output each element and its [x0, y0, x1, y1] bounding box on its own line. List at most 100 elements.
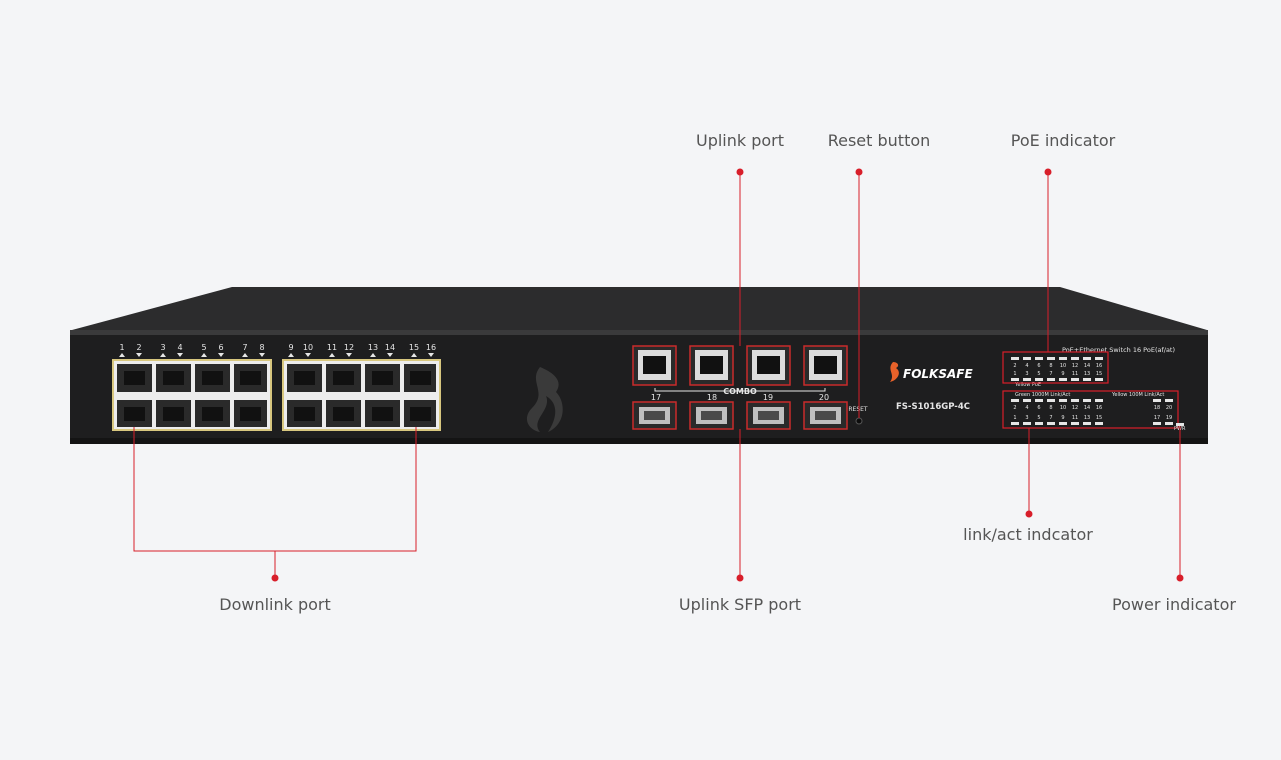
- port-num-5: 5: [201, 343, 206, 352]
- svg-text:10: 10: [1060, 405, 1066, 411]
- dot-link-act: [1025, 510, 1033, 518]
- svg-text:4: 4: [1025, 363, 1028, 369]
- svg-text:15: 15: [1096, 371, 1102, 377]
- sfp-num-17: 17: [651, 393, 661, 402]
- yellow-poe-text: Yellow PoE: [1014, 382, 1041, 388]
- sfp-num-18: 18: [707, 393, 717, 402]
- power-led: [1176, 423, 1184, 426]
- chassis-top: [72, 287, 1207, 330]
- port-num-14: 14: [385, 343, 395, 352]
- dot-reset-button: [855, 168, 863, 176]
- svg-text:2: 2: [1013, 363, 1016, 369]
- flame-logo-icon: [526, 367, 563, 432]
- sfp-num-20: 20: [819, 393, 829, 402]
- svg-text:15: 15: [1096, 415, 1102, 421]
- poe-led-row-top: [1011, 357, 1103, 360]
- svg-text:12: 12: [1072, 363, 1078, 369]
- link-act-indicator-label: link/act indcator: [963, 525, 1093, 544]
- svg-text:9: 9: [1061, 415, 1064, 421]
- svg-text:1: 1: [1013, 415, 1016, 421]
- svg-text:3: 3: [1025, 371, 1028, 377]
- poe-indicator-highlight: [1002, 351, 1109, 384]
- downlink-port-block-1: [112, 359, 272, 431]
- sfp-ports: [632, 401, 848, 430]
- uplink-sfp-port-label: Uplink SFP port: [678, 595, 802, 614]
- poe-indicator-label: PoE indicator: [1010, 131, 1116, 150]
- svg-text:8: 8: [1049, 405, 1052, 411]
- combo-bracket: [654, 388, 826, 392]
- dot-uplink-sfp: [736, 574, 744, 582]
- svg-text:10: 10: [1060, 363, 1066, 369]
- sfp-number-labels: 17 18 19 20: [651, 393, 829, 402]
- model-name: FS-S1016GP-4C: [896, 402, 970, 412]
- svg-text:4: 4: [1025, 405, 1028, 411]
- svg-text:5: 5: [1037, 371, 1040, 377]
- svg-text:13: 13: [1084, 415, 1090, 421]
- folksafe-logo-icon: [890, 362, 899, 382]
- svg-text:3: 3: [1025, 415, 1028, 421]
- port-num-10: 10: [303, 343, 313, 352]
- link-led-row-top: [1011, 399, 1173, 402]
- chassis-front-bottom: [70, 438, 1208, 444]
- port-number-labels: 1 2 3 4 5 6 7 8 9 10 11 12 13 14 15 16: [119, 343, 436, 352]
- leader-downlink: [133, 427, 417, 552]
- svg-text:11: 11: [1072, 415, 1078, 421]
- svg-text:14: 14: [1084, 363, 1090, 369]
- poe-led-row-bottom: [1011, 378, 1103, 381]
- port-num-9: 9: [288, 343, 293, 352]
- port-num-3: 3: [160, 343, 165, 352]
- power-indicator-label: Power indicator: [1112, 595, 1236, 614]
- svg-text:5: 5: [1037, 415, 1040, 421]
- brand-name: FOLKSAFE: [903, 367, 973, 381]
- port-num-13: 13: [368, 343, 378, 352]
- port-num-8: 8: [259, 343, 264, 352]
- port-num-16: 16: [426, 343, 436, 352]
- port-num-4: 4: [177, 343, 182, 352]
- svg-text:11: 11: [1072, 371, 1078, 377]
- dot-downlink: [271, 574, 279, 582]
- port-num-15: 15: [409, 343, 419, 352]
- reset-button[interactable]: [855, 417, 863, 425]
- sfp-num-19: 19: [763, 393, 773, 402]
- port-num-12: 12: [344, 343, 354, 352]
- port-num-1: 1: [119, 343, 124, 352]
- svg-text:2: 2: [1013, 405, 1016, 411]
- port-num-2: 2: [136, 343, 141, 352]
- svg-text:16: 16: [1096, 363, 1102, 369]
- svg-text:7: 7: [1049, 415, 1052, 421]
- svg-text:8: 8: [1049, 363, 1052, 369]
- svg-text:13: 13: [1084, 371, 1090, 377]
- svg-text:1: 1: [1013, 371, 1016, 377]
- poe-panel-title: PoE+Ethernet Switch 16 PoE(af/at): [1062, 346, 1175, 354]
- port-num-7: 7: [242, 343, 247, 352]
- svg-text:7: 7: [1049, 371, 1052, 377]
- svg-text:17: 17: [1154, 415, 1160, 421]
- svg-text:19: 19: [1166, 415, 1172, 421]
- svg-text:18: 18: [1154, 405, 1160, 411]
- poe-led-numbers-even: 2 4 6 8 10 12 14 16: [1013, 363, 1102, 369]
- svg-text:12: 12: [1072, 405, 1078, 411]
- svg-text:6: 6: [1037, 363, 1040, 369]
- port-num-6: 6: [218, 343, 223, 352]
- dot-power: [1176, 574, 1184, 582]
- port-num-11: 11: [327, 343, 337, 352]
- leader-lines: [133, 172, 1181, 578]
- link-led-row-bottom: [1011, 422, 1173, 425]
- svg-text:14: 14: [1084, 405, 1090, 411]
- green-link-text: Green 1000M Link/Act: [1015, 392, 1070, 398]
- uplink-port-label: Uplink port: [695, 131, 785, 150]
- chassis-front-bevel: [70, 330, 1208, 335]
- downlink-port-block-2: [282, 359, 441, 431]
- dot-poe-indicator: [1044, 168, 1052, 176]
- combo-label: COMBO: [723, 387, 757, 396]
- dot-uplink-port: [736, 168, 744, 176]
- reset-button-label: Reset button: [827, 131, 931, 150]
- yellow-link-text: Yellow 100M Link/Act: [1111, 392, 1164, 398]
- leader-dots: [271, 168, 1184, 582]
- reset-text: RESET: [848, 406, 868, 413]
- svg-text:9: 9: [1061, 371, 1064, 377]
